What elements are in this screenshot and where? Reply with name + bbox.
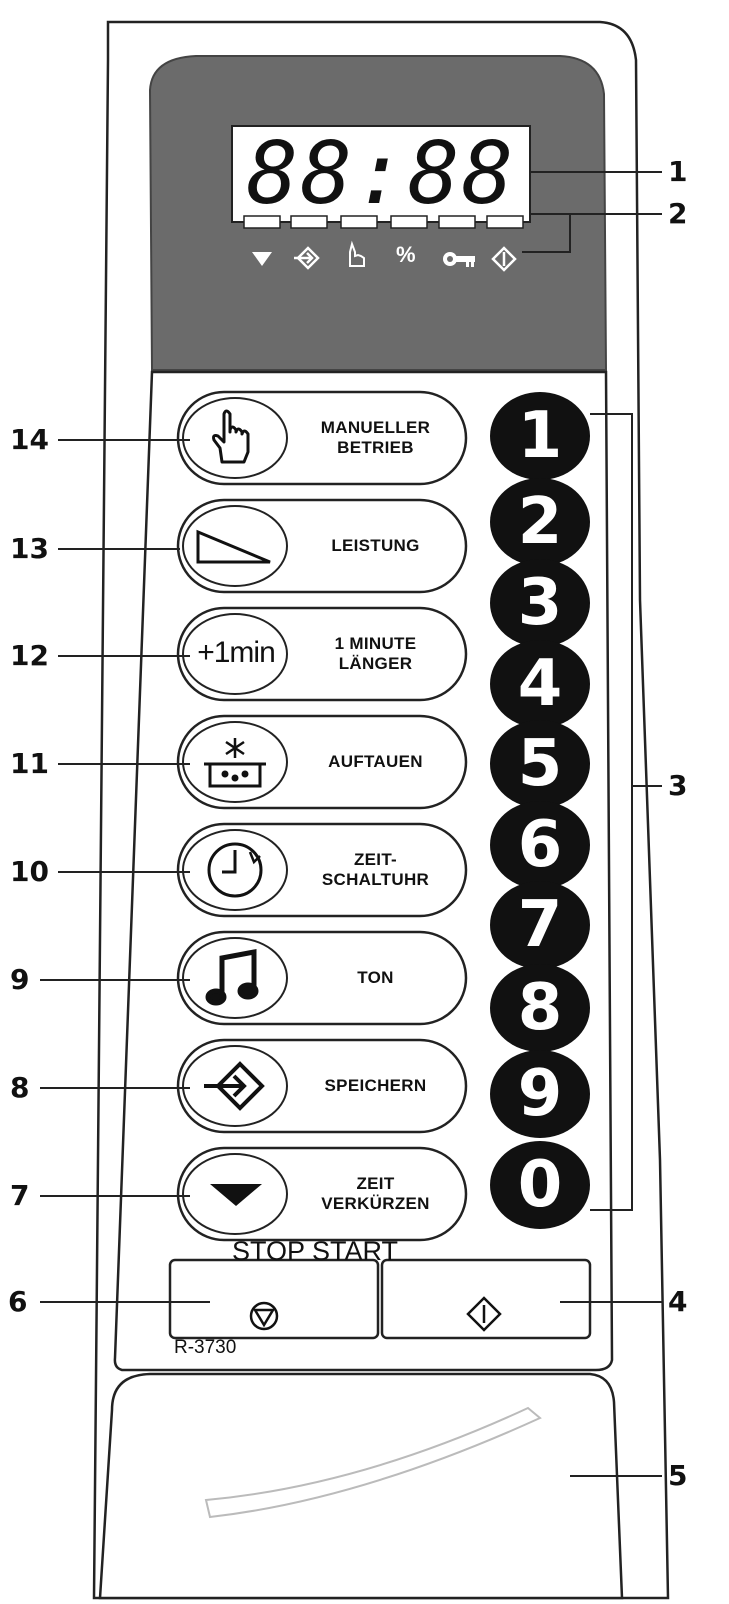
indicator-bar-4: [390, 215, 428, 229]
callout-8: 8: [10, 1071, 30, 1104]
lcd-time-display: 88:88: [246, 124, 516, 224]
model-number: R-3730: [174, 1337, 237, 1358]
callout-12: 12: [10, 639, 49, 672]
callout-1: 1: [668, 155, 688, 188]
key-icon: [443, 252, 475, 267]
callout-13: 13: [10, 532, 49, 565]
start-diamond-icon: [466, 1296, 502, 1332]
hand-icon: [349, 240, 365, 267]
number-key-2[interactable]: 2: [517, 485, 563, 559]
button-one-minute-more[interactable]: [176, 606, 468, 702]
function-buttons-layer: [176, 390, 468, 1242]
number-key-6[interactable]: 6: [517, 808, 563, 882]
number-key-3[interactable]: 3: [517, 566, 563, 640]
callout-3: 3: [668, 769, 688, 802]
power-triangle-icon: [196, 529, 271, 564]
hand-icon: [212, 409, 250, 464]
indicator-bar-1: [243, 215, 281, 229]
label-memory: SPEICHERN: [324, 1076, 427, 1095]
defrost-icon: [204, 738, 266, 788]
indicator-bar-2: [290, 215, 328, 229]
label-sound: TON: [357, 968, 394, 987]
button-power[interactable]: [176, 498, 468, 594]
music-note-icon: [205, 948, 259, 1006]
number-key-9[interactable]: 9: [517, 1057, 563, 1131]
stop-start-label: STOP START: [232, 1236, 399, 1266]
indicator-row: [243, 215, 524, 272]
callout-14: 14: [10, 423, 49, 456]
number-key-1[interactable]: 1: [517, 399, 563, 473]
number-key-7[interactable]: 7: [517, 888, 563, 962]
callout-2: 2: [668, 197, 688, 230]
callout-7: 7: [10, 1179, 30, 1212]
start-diamond-icon: [491, 246, 517, 272]
callout-5: 5: [668, 1459, 688, 1492]
stop-button[interactable]: [168, 1258, 380, 1340]
indicator-bar-6: [486, 215, 524, 229]
callout-6: 6: [8, 1285, 28, 1318]
label-power: LEISTUNG: [331, 536, 420, 555]
percent-icon: %: [396, 242, 416, 267]
plus-one-minute-icon-text: +1min: [197, 636, 276, 669]
stop-start-layer: [168, 1258, 592, 1340]
stop-icon: [249, 1301, 279, 1331]
triangle-down-icon: [252, 252, 272, 266]
memory-arrow-icon: [294, 246, 320, 270]
label-timer: ZEIT-SCHALTUHR: [321, 850, 430, 889]
clock-icon: [207, 842, 263, 898]
number-key-4[interactable]: 4: [517, 647, 563, 721]
callout-9: 9: [10, 963, 30, 996]
indicator-bar-5: [438, 215, 476, 229]
callout-10: 10: [10, 855, 49, 888]
number-key-8[interactable]: 8: [517, 971, 563, 1045]
triangle-down-icon: [210, 1184, 262, 1206]
memory-arrow-icon: [204, 1061, 265, 1111]
number-keys-layer: [490, 392, 590, 1229]
callout-4: 4: [668, 1285, 688, 1318]
callout-11: 11: [10, 747, 49, 780]
indicator-bar-3: [340, 215, 378, 229]
label-defrost: AUFTAUEN: [328, 752, 423, 771]
number-key-0[interactable]: 0: [517, 1148, 563, 1222]
number-key-5[interactable]: 5: [517, 727, 563, 801]
button-manual-operation[interactable]: [176, 390, 468, 486]
